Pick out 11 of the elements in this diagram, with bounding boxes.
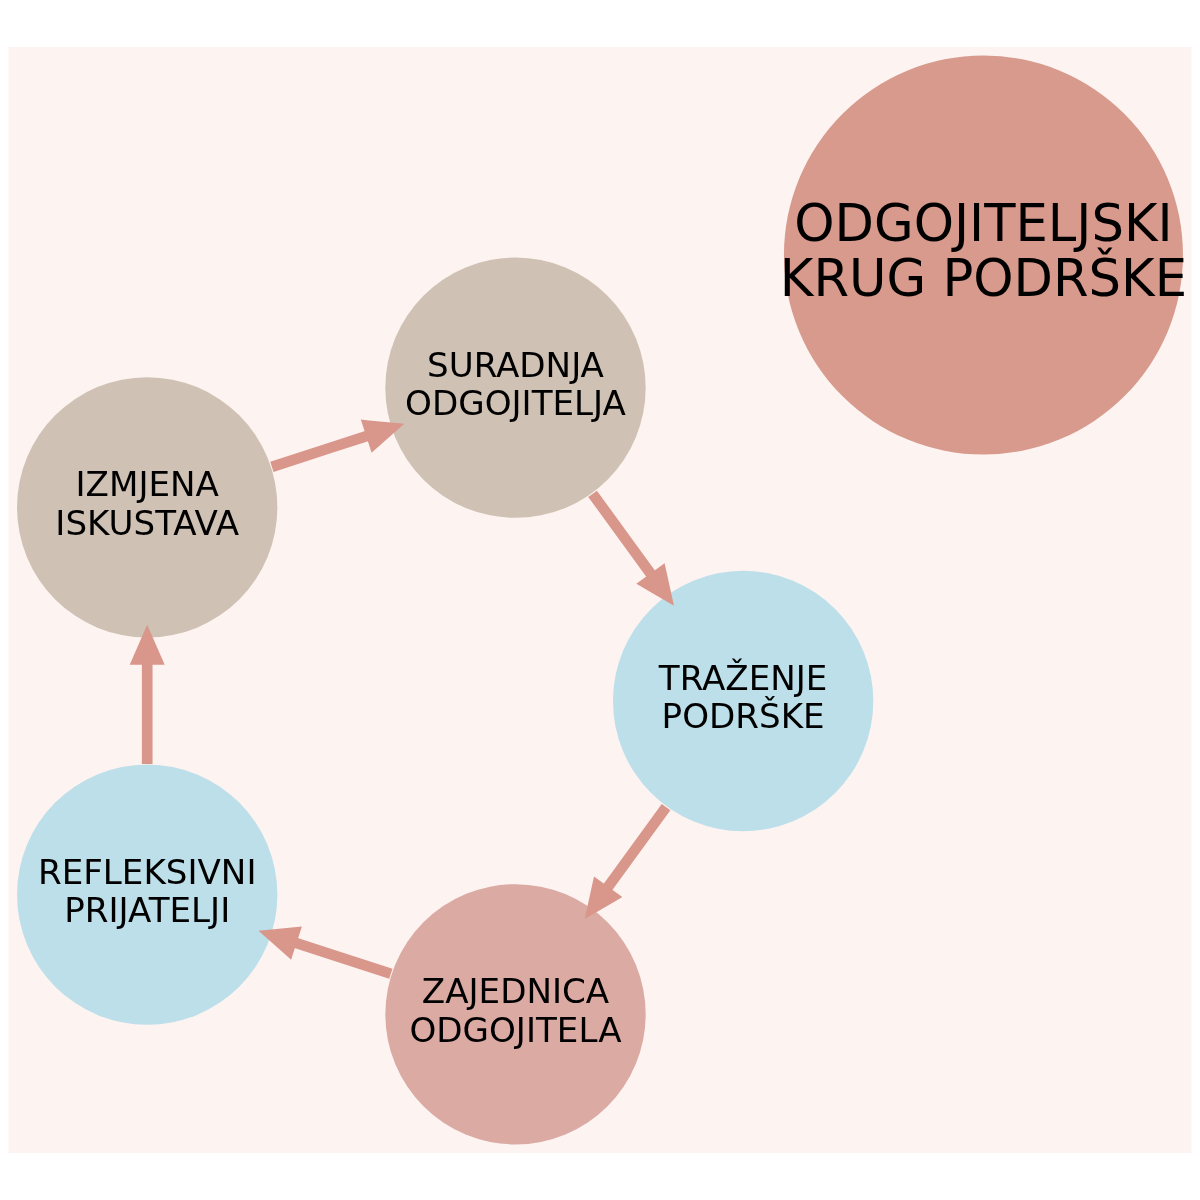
node-circle: REFLEKSIVNI PRIJATELJI [17, 764, 278, 1025]
arrow [584, 803, 671, 920]
arrow [258, 926, 393, 979]
node-circle: IZMJENA ISKUSTAVA [17, 377, 278, 638]
node-circle: ZAJEDNICA ODGOJITELA [385, 884, 646, 1145]
node-circle: TRAŽENJE PODRŠKE [612, 570, 874, 832]
node-circle: ODGOJITELJSKI KRUG PODRŠKE [783, 55, 1183, 455]
node-circle: SURADNJA ODGOJITELJA [385, 257, 646, 518]
arrow [588, 490, 674, 606]
arrow [129, 624, 165, 765]
arrow [270, 419, 405, 472]
